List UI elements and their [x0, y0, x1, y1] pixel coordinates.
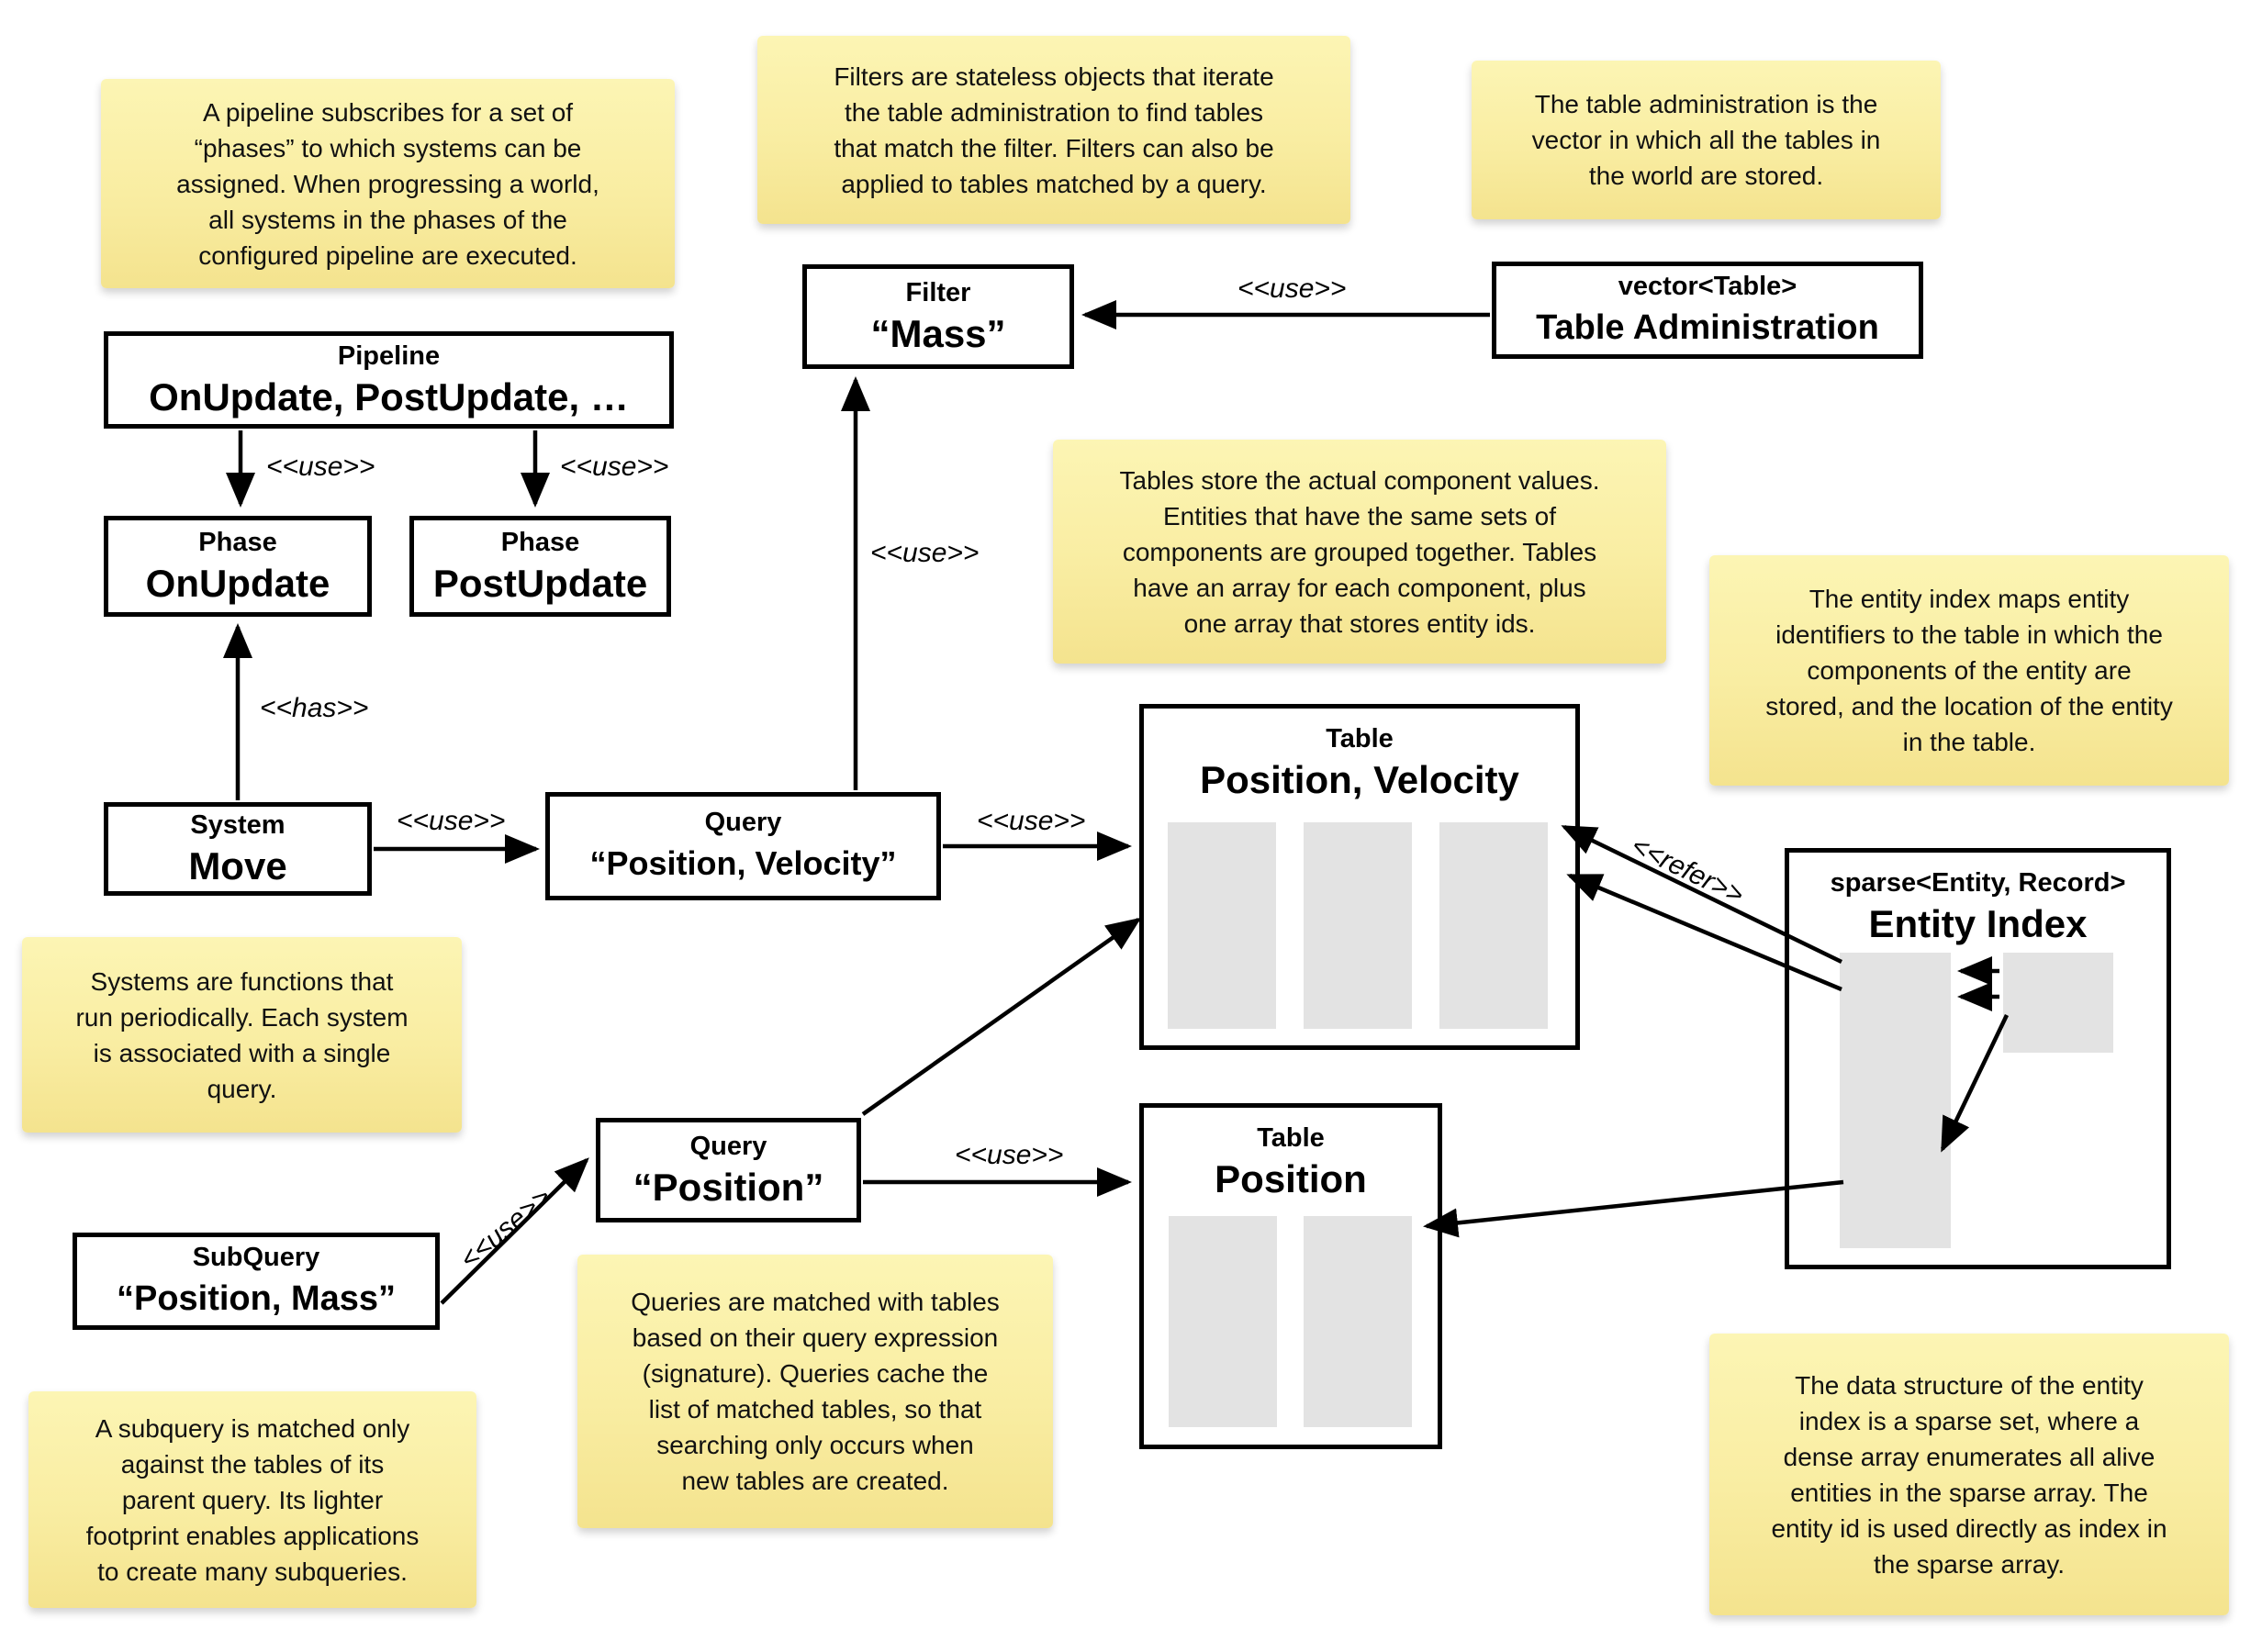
- edge-label-use-queryp-tablep: <<use>>: [955, 1140, 1064, 1170]
- component-array-1: [1169, 1216, 1277, 1427]
- sparse-array: [1840, 953, 1951, 1248]
- node-table-position-velocity-stereotype: Table: [1326, 724, 1394, 753]
- node-phase-postupdate: Phase PostUpdate: [409, 516, 671, 617]
- node-table-position-velocity-name: Position, Velocity: [1200, 758, 1519, 801]
- node-subquery-position-mass-name: “Position, Mass”: [116, 1279, 397, 1318]
- node-query-position: Query “Position”: [596, 1118, 861, 1222]
- node-system-move-name: Move: [188, 844, 287, 887]
- note-filters: Filters are stateless objects that itera…: [757, 36, 1350, 224]
- node-table-position-name: Position: [1215, 1157, 1367, 1200]
- note-subquery: A subquery is matched only against the t…: [28, 1391, 476, 1608]
- node-query-position-velocity-stereotype: Query: [704, 808, 782, 837]
- node-subquery-position-mass: SubQuery “Position, Mass”: [73, 1233, 440, 1330]
- node-phase-onupdate-stereotype: Phase: [198, 528, 277, 557]
- note-pipeline: A pipeline subscribes for a set of “phas…: [101, 79, 675, 288]
- note-table-administration: The table administration is the vector i…: [1472, 61, 1941, 219]
- component-array-2: [1304, 822, 1412, 1029]
- component-array-2: [1304, 1216, 1412, 1427]
- edge-label-use-tableadmin-filter: <<use>>: [1237, 273, 1347, 304]
- component-array-1: [1168, 822, 1276, 1029]
- edge-label-use-system-query: <<use>>: [397, 806, 506, 836]
- node-filter-mass-stereotype: Filter: [905, 278, 971, 307]
- component-array-3: [1439, 822, 1548, 1029]
- node-table-position-velocity: Table Position, Velocity: [1139, 704, 1580, 1050]
- node-phase-postupdate-name: PostUpdate: [432, 562, 648, 605]
- node-system-move: System Move: [104, 802, 372, 896]
- edge-label-use-querypv-tablepv: <<use>>: [977, 806, 1086, 836]
- note-entity-index: The entity index maps entity identifiers…: [1709, 555, 2229, 786]
- edge-label-use-subquery-queryp: <<use>>: [454, 1181, 557, 1276]
- edge-queryp-matches-tablepv: [861, 917, 1142, 1116]
- note-systems: Systems are functions that run periodica…: [22, 937, 462, 1133]
- edge-entityindex-refers-tablep: [1423, 1179, 1844, 1238]
- note-sparse-set: The data structure of the entity index i…: [1709, 1334, 2229, 1615]
- node-table-administration-name: Table Administration: [1536, 308, 1879, 347]
- node-table-administration: vector<Table> Table Administration: [1492, 262, 1923, 359]
- node-pipeline: Pipeline OnUpdate, PostUpdate, …: [104, 331, 674, 429]
- node-filter-mass: Filter “Mass”: [802, 264, 1074, 369]
- node-query-position-velocity-name: “Position, Velocity”: [589, 844, 897, 882]
- dense-array: [2003, 953, 2113, 1053]
- node-entity-index-name: Entity Index: [1868, 902, 2088, 945]
- node-pipeline-name: OnUpdate, PostUpdate, …: [149, 375, 629, 419]
- note-queries: Queries are matched with tables based on…: [577, 1255, 1053, 1528]
- node-phase-onupdate-name: OnUpdate: [145, 562, 330, 605]
- node-phase-postupdate-stereotype: Phase: [500, 528, 580, 557]
- node-table-administration-stereotype: vector<Table>: [1618, 272, 1797, 301]
- node-filter-mass-name: “Mass”: [870, 312, 1006, 355]
- note-tables: Tables store the actual component values…: [1053, 440, 1666, 664]
- node-query-position-name: “Position”: [633, 1166, 824, 1209]
- edge-label-use-pipeline-postupdate: <<use>>: [560, 452, 669, 482]
- edge-label-use-pipeline-onupdate: <<use>>: [266, 452, 375, 482]
- node-system-move-stereotype: System: [190, 810, 286, 840]
- node-query-position-stereotype: Query: [689, 1132, 767, 1161]
- node-query-position-velocity: Query “Position, Velocity”: [545, 792, 941, 900]
- node-entity-index-stereotype: sparse<Entity, Record>: [1830, 868, 2126, 898]
- edge-label-use-query-filter: <<use>>: [870, 538, 980, 568]
- node-entity-index: sparse<Entity, Record> Entity Index: [1785, 848, 2171, 1269]
- edge-label-refer-entityindex-tablepv: <<refer>>: [1626, 830, 1749, 911]
- node-subquery-position-mass-stereotype: SubQuery: [192, 1243, 320, 1272]
- node-pipeline-stereotype: Pipeline: [337, 341, 441, 371]
- node-table-position-stereotype: Table: [1257, 1123, 1325, 1153]
- node-table-position: Table Position: [1139, 1103, 1442, 1449]
- edge-label-has-system-phase: <<has>>: [260, 693, 369, 723]
- node-phase-onupdate: Phase OnUpdate: [104, 516, 372, 617]
